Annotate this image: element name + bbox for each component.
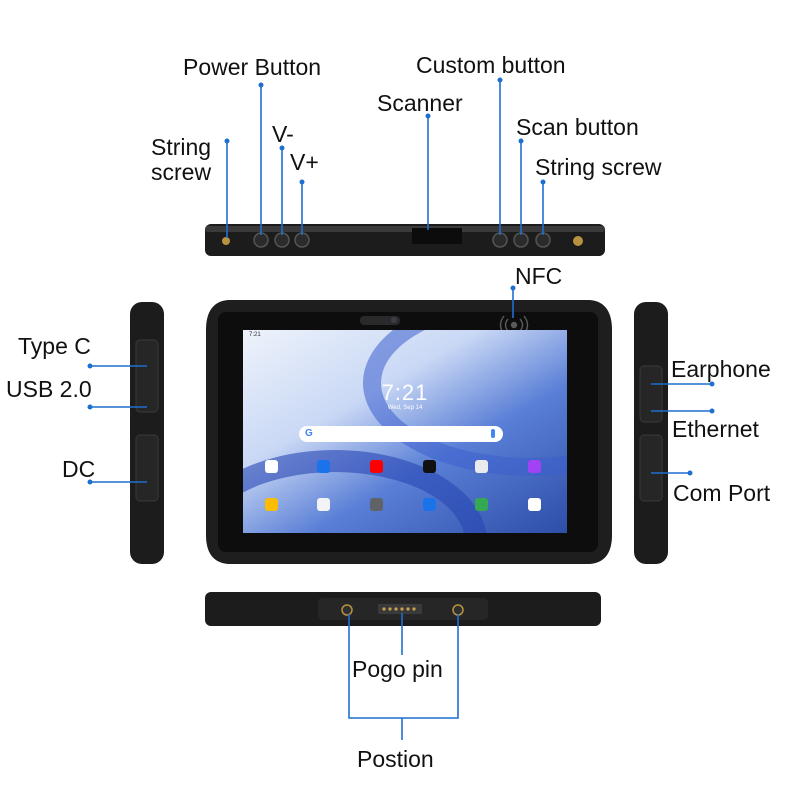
home-clock: 7:21 bbox=[381, 380, 429, 405]
label-com-port: Com Port bbox=[673, 480, 771, 506]
position-hole-left bbox=[341, 604, 353, 616]
label-string-screw-right: String screw bbox=[535, 154, 662, 180]
label-power-button: Power Button bbox=[183, 54, 322, 80]
volume-up-key bbox=[294, 232, 310, 248]
app-icon-meet[interactable] bbox=[317, 460, 330, 473]
app-icon-folder[interactable] bbox=[317, 498, 330, 511]
label-string-screw-left-line2: screw bbox=[151, 159, 212, 185]
scanner-window bbox=[412, 228, 462, 244]
app-icon-pinwheel[interactable] bbox=[265, 498, 278, 511]
custom-button-key bbox=[492, 232, 508, 248]
app-icon-camera[interactable] bbox=[370, 498, 383, 511]
status-bar-time: 7:21 bbox=[249, 332, 261, 338]
app-icon-youtube[interactable] bbox=[370, 460, 383, 473]
leader-lines bbox=[90, 80, 712, 740]
side-key bbox=[535, 232, 551, 248]
app-icon-settings[interactable] bbox=[475, 460, 488, 473]
leader-dots bbox=[87, 77, 715, 485]
label-type-c: Type C bbox=[18, 333, 91, 359]
string-screw-left-port bbox=[222, 237, 230, 245]
tablet-screen: 7:21 7:21 Wed, Sep 14 G bbox=[243, 330, 567, 533]
label-usb: USB 2.0 bbox=[6, 376, 92, 402]
label-volume-down: V- bbox=[272, 121, 294, 147]
top-edge-view bbox=[205, 224, 605, 256]
power-button-key bbox=[253, 232, 269, 248]
label-string-screw-left-line1: String bbox=[151, 134, 212, 160]
google-icon: G bbox=[305, 428, 313, 439]
scan-button-key bbox=[513, 232, 529, 248]
mic-icon[interactable] bbox=[491, 429, 495, 438]
label-dc: DC bbox=[62, 456, 96, 482]
label-position: Postion bbox=[357, 746, 434, 772]
app-icon-netflix[interactable] bbox=[423, 460, 436, 473]
label-earphone: Earphone bbox=[671, 356, 771, 382]
app-icon-files[interactable] bbox=[423, 498, 436, 511]
right-side-view bbox=[634, 302, 668, 564]
volume-down-key bbox=[274, 232, 290, 248]
label-scanner: Scanner bbox=[377, 90, 463, 116]
label-scan-button: Scan button bbox=[516, 114, 639, 140]
app-icon-play-store[interactable] bbox=[528, 498, 541, 511]
search-bar[interactable]: G bbox=[299, 426, 503, 442]
label-custom-button: Custom button bbox=[416, 52, 566, 78]
app-icon-assistant[interactable] bbox=[528, 460, 541, 473]
label-ethernet: Ethernet bbox=[672, 416, 759, 442]
left-side-view bbox=[130, 302, 164, 564]
label-volume-up: V+ bbox=[290, 149, 319, 175]
app-icon-chrome[interactable] bbox=[475, 498, 488, 511]
bottom-edge-view bbox=[205, 592, 601, 626]
string-screw-right-port bbox=[573, 236, 583, 246]
label-pogo-pin: Pogo pin bbox=[352, 656, 443, 682]
label-nfc: NFC bbox=[515, 263, 563, 289]
app-icon-photos[interactable] bbox=[265, 460, 278, 473]
home-date: Wed, Sep 14 bbox=[387, 405, 423, 411]
position-hole-right bbox=[452, 604, 464, 616]
